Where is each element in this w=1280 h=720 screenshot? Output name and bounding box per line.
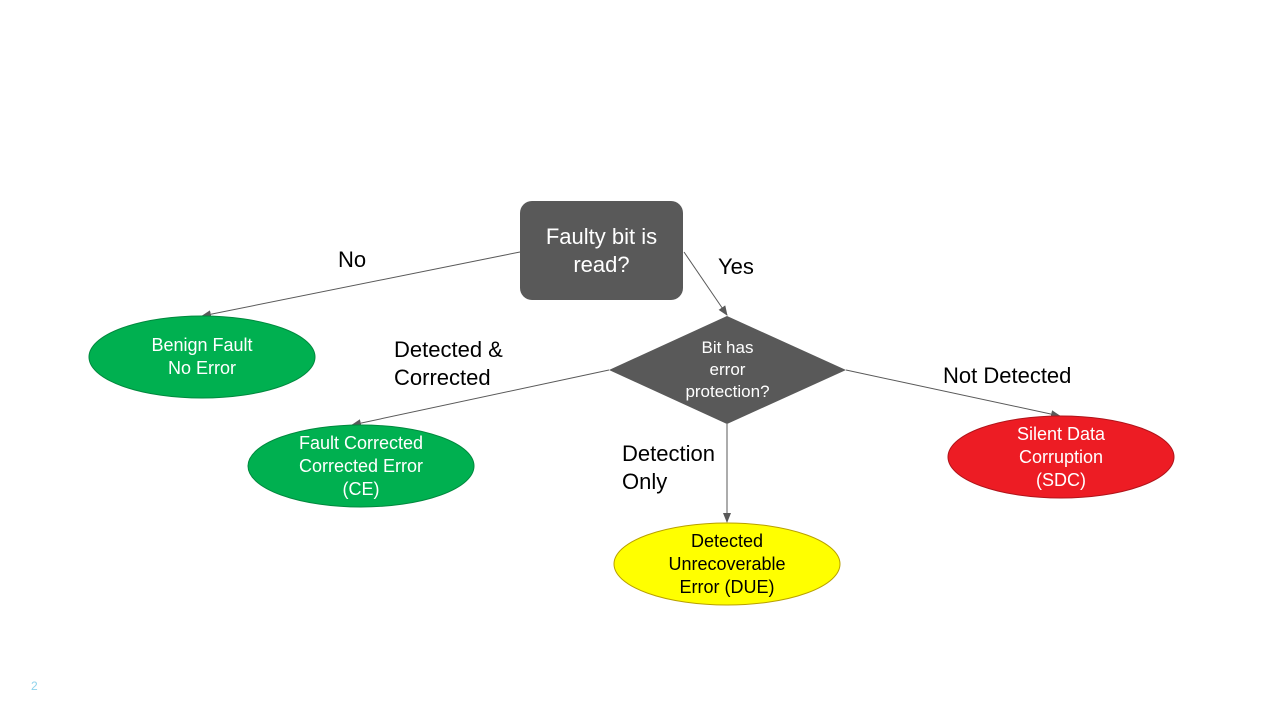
start-node-line-1: Faulty bit is [545, 223, 658, 249]
edge-do-line-2: Only [622, 469, 668, 494]
corrected-line-2: Corrected Error [298, 455, 424, 476]
start-node-line-2: read? [573, 251, 630, 277]
slide-number: 2 [31, 679, 38, 693]
edge-yes-line-1: Yes [718, 254, 754, 279]
sdc-line-3: (SDC) [1036, 469, 1086, 490]
benign-line-1: Benign Fault [151, 335, 253, 355]
corrected-line-1: Fault Corrected [298, 432, 424, 453]
edge-no-line-1: No [338, 247, 367, 272]
connector-not-detected [845, 369, 1061, 419]
edge-label-no: No [338, 246, 366, 274]
benign-fault-ellipse [88, 315, 316, 399]
sdc-label: Silent Data Corruption (SDC) [948, 416, 1174, 498]
edge-label-detection-only: Detection Only [622, 440, 715, 496]
fault-corrected-ellipse [247, 424, 475, 508]
due-line-1: Detected [690, 530, 764, 551]
edge-dc-line-2: Corrected [394, 365, 491, 390]
benign-line-2: No Error [167, 358, 236, 378]
connector-no [201, 251, 521, 319]
due-ellipse [613, 522, 841, 606]
connector-yes [683, 251, 728, 316]
due-line-3: Error (DUE) [679, 576, 775, 597]
benign-fault-label: Benign Fault No Error [89, 316, 315, 398]
edge-label-yes: Yes [718, 253, 754, 281]
decision-line-3: protection? [685, 382, 770, 401]
decision-diamond [609, 316, 846, 424]
decision-line-2: error [709, 360, 746, 379]
edge-nd-line-1: Not Detected [943, 363, 1072, 388]
fault-corrected-label: Fault Corrected Corrected Error (CE) [248, 425, 474, 507]
start-node-faulty-bit-read: Faulty bit is read? [520, 201, 683, 300]
due-line-2: Unrecoverable [668, 553, 786, 574]
decision-line-1: Bit has [701, 338, 754, 357]
sdc-line-2: Corruption [1018, 446, 1104, 467]
due-label: Detected Unrecoverable Error (DUE) [614, 523, 840, 605]
edge-do-line-1: Detection [622, 441, 715, 466]
edge-label-not-detected: Not Detected [943, 362, 1071, 390]
decision-node-label: Bit has error protection? [609, 316, 846, 424]
sdc-line-1: Silent Data [1016, 423, 1106, 444]
connector-detected-corrected [351, 369, 610, 428]
edge-dc-line-1: Detected & [394, 337, 503, 362]
corrected-line-3: (CE) [342, 478, 380, 499]
sdc-ellipse [947, 415, 1175, 499]
edge-label-detected-corrected: Detected & Corrected [394, 336, 503, 392]
